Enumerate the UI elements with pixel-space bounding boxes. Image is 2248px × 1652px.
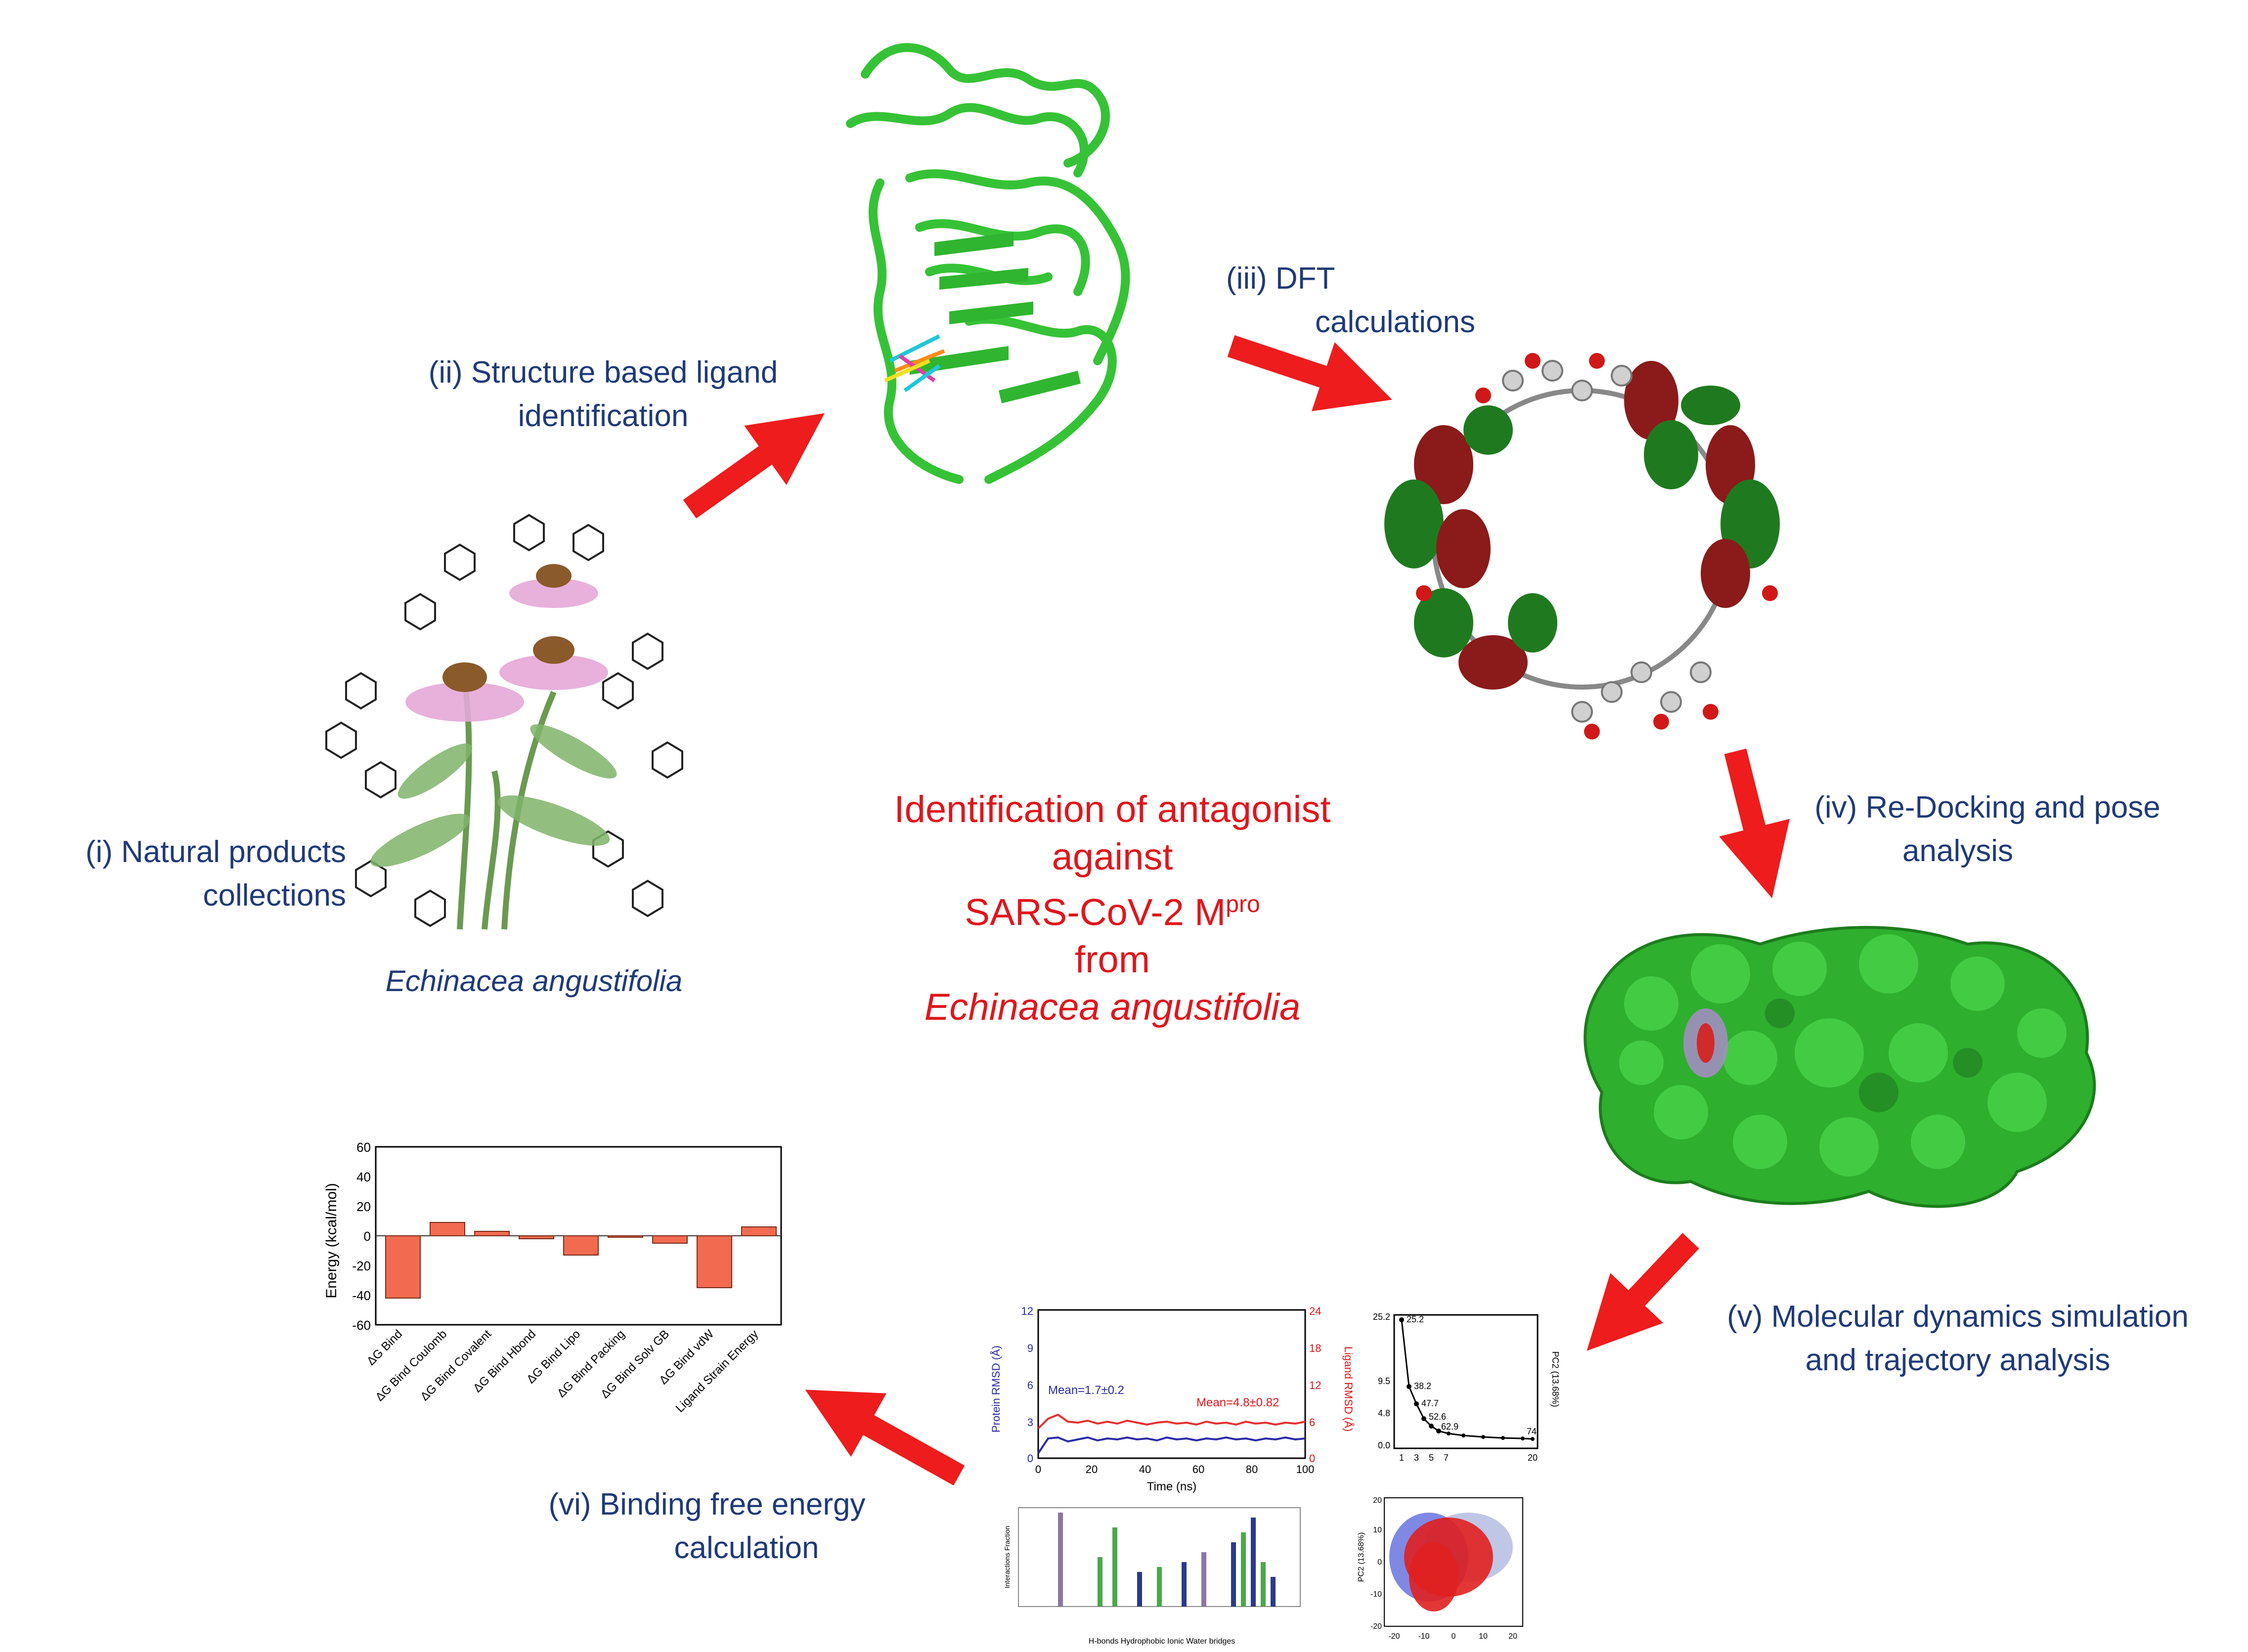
svg-text:10: 10 <box>1373 1526 1382 1534</box>
svg-text:0: 0 <box>1452 1632 1456 1641</box>
interaction-fraction-chart: Interactions Fraction H-bonds Hydrophobi… <box>1003 1507 1301 1646</box>
rmsd-xlabel: Time (ns) <box>1147 1480 1196 1493</box>
bar-dg-solvgb <box>652 1235 688 1244</box>
svg-text:20: 20 <box>1528 1453 1538 1463</box>
svg-text:H-bonds Hydrophobic Ionic W: H-bonds Hydrophobic Ionic Water bridges <box>1089 1637 1235 1646</box>
pca-scatter-chart: PC2 (13.68%) 20 10 0 -10 -20 -20 -10 0 1… <box>1357 1496 1523 1641</box>
svg-text:20: 20 <box>1508 1632 1517 1641</box>
svg-text:9: 9 <box>1027 1342 1033 1354</box>
ligand-mean-label: Mean=4.8±0.82 <box>1196 1396 1279 1409</box>
bar-dg-coulomb <box>430 1222 465 1236</box>
bar-dg-bind <box>385 1235 421 1299</box>
svg-text:6: 6 <box>1027 1379 1033 1391</box>
svg-text:-10: -10 <box>1370 1590 1382 1599</box>
protein-ribbon-structure <box>846 43 1130 484</box>
echinacea-plant-illustration <box>325 514 683 930</box>
svg-text:20: 20 <box>356 1199 371 1214</box>
svg-text:4.8: 4.8 <box>1378 1408 1390 1418</box>
svg-text:7: 7 <box>1444 1453 1449 1463</box>
svg-text:20: 20 <box>1373 1496 1382 1505</box>
svg-text:0: 0 <box>364 1229 371 1244</box>
svg-text:0: 0 <box>1027 1452 1033 1465</box>
svg-text:0: 0 <box>1377 1558 1382 1566</box>
svg-text:60: 60 <box>1192 1463 1204 1476</box>
arrow-i-to-ii <box>683 413 825 519</box>
interaction-bars <box>1058 1513 1276 1607</box>
svg-text:12: 12 <box>1309 1379 1321 1391</box>
protein-surface-structure <box>1584 926 2096 1208</box>
svg-text:-60: -60 <box>352 1318 371 1333</box>
svg-text:80: 80 <box>1246 1463 1258 1476</box>
svg-text:60: 60 <box>356 1140 371 1155</box>
svg-text:3: 3 <box>1027 1416 1033 1429</box>
svg-text:52.6: 52.6 <box>1429 1412 1446 1422</box>
svg-text:-20: -20 <box>1370 1622 1382 1631</box>
arrow-v-to-vi <box>805 1390 965 1486</box>
svg-text:40: 40 <box>356 1170 371 1184</box>
svg-text:18: 18 <box>1309 1342 1321 1354</box>
svg-text:12: 12 <box>1021 1305 1033 1317</box>
svg-text:-20: -20 <box>1388 1632 1400 1641</box>
ligand-in-pocket <box>1683 1008 1728 1078</box>
svg-text:100: 100 <box>1296 1463 1315 1476</box>
svg-text:0: 0 <box>1309 1452 1315 1465</box>
protein-mean-label: Mean=1.7±0.2 <box>1048 1384 1124 1397</box>
rmsd-line-chart: Protein RMSD (Å) Ligand RMSD (Å) 12 9 6 … <box>990 1305 1355 1493</box>
svg-text:3: 3 <box>1414 1453 1419 1463</box>
svg-text:47.7: 47.7 <box>1421 1398 1439 1408</box>
step-i-label: (i) Natural products collections <box>85 835 346 913</box>
pca-eigenvalue-chart: PC2 (13.68%) 25.2 9.5 4.8 0.0 1 3 5 7 20… <box>1373 1312 1560 1463</box>
svg-text:0: 0 <box>1035 1463 1041 1476</box>
step-vi-label: (vi) Binding free energy calculation <box>548 1487 866 1565</box>
svg-text:1: 1 <box>1399 1453 1404 1463</box>
step-ii-label: (ii) Structure based ligand identificati… <box>428 355 778 433</box>
bar-dg-packing <box>608 1235 643 1238</box>
svg-text:9.5: 9.5 <box>1378 1376 1390 1386</box>
arrow-iii-to-iv <box>1719 748 1790 899</box>
svg-text:Interactions Fraction: Interactions Fraction <box>1003 1526 1011 1589</box>
svg-text:25.2: 25.2 <box>1407 1314 1424 1324</box>
step-v-label: (v) Molecular dynamics simulation and tr… <box>1727 1300 2189 1377</box>
svg-text:ΔG Bind: ΔG Bind <box>364 1327 405 1368</box>
svg-text:24: 24 <box>1309 1305 1321 1317</box>
svg-text:5: 5 <box>1429 1453 1434 1463</box>
step-iv-label: (iv) Re-Docking and pose analysis <box>1814 790 2160 868</box>
svg-text:62.9: 62.9 <box>1441 1422 1458 1432</box>
svg-text:6: 6 <box>1309 1416 1315 1429</box>
bar-ligand-strain <box>741 1226 777 1236</box>
svg-text:0.0: 0.0 <box>1378 1440 1390 1450</box>
rmsd-ylabel-right: Ligand RMSD (Å) <box>1342 1347 1355 1432</box>
species-label: Echinacea angustifolia <box>385 964 683 998</box>
rmsd-ylabel-left: Protein RMSD (Å) <box>990 1346 1002 1433</box>
svg-text:PC2 (13.68%): PC2 (13.68%) <box>1550 1351 1560 1407</box>
svg-text:-10: -10 <box>1418 1632 1429 1641</box>
ligand-rmsd-line <box>1037 1413 1306 1430</box>
svg-text:25.2: 25.2 <box>1373 1312 1390 1322</box>
bar-dg-hbond <box>519 1235 554 1239</box>
bar-chart-ylabel: Energy (kcal/mol) <box>323 1183 340 1298</box>
svg-text:10: 10 <box>1479 1632 1488 1641</box>
bar-dg-covalent <box>474 1231 510 1236</box>
svg-text:20: 20 <box>1086 1463 1098 1476</box>
bar-dg-lipo <box>563 1235 599 1256</box>
svg-text:-20: -20 <box>352 1259 371 1273</box>
svg-text:74: 74 <box>1527 1427 1537 1436</box>
binding-energy-bar-chart: Energy (kcal/mol) 60 40 20 0 -20 -40 -60… <box>323 1140 782 1415</box>
bar-chart-y-ticks: 60 40 20 0 -20 -40 -60 <box>352 1140 371 1333</box>
step-iii-label: (iii) DFT calculations <box>1226 261 1475 339</box>
center-title: Identification of antagonist against SAR… <box>894 788 1331 1029</box>
protein-rmsd-line <box>1037 1436 1306 1454</box>
dft-orbital-structure <box>1384 353 1780 739</box>
svg-text:40: 40 <box>1139 1463 1151 1476</box>
svg-text:PC2 (13.68%): PC2 (13.68%) <box>1357 1532 1366 1582</box>
arrow-iv-to-v <box>1587 1233 1699 1351</box>
arrow-ii-to-iii <box>1227 335 1392 411</box>
svg-text:38.2: 38.2 <box>1414 1381 1431 1391</box>
svg-text:Ligand Strain Energy: Ligand Strain Energy <box>673 1327 761 1415</box>
bar-dg-vdw <box>697 1235 732 1288</box>
svg-text:-40: -40 <box>352 1288 371 1303</box>
